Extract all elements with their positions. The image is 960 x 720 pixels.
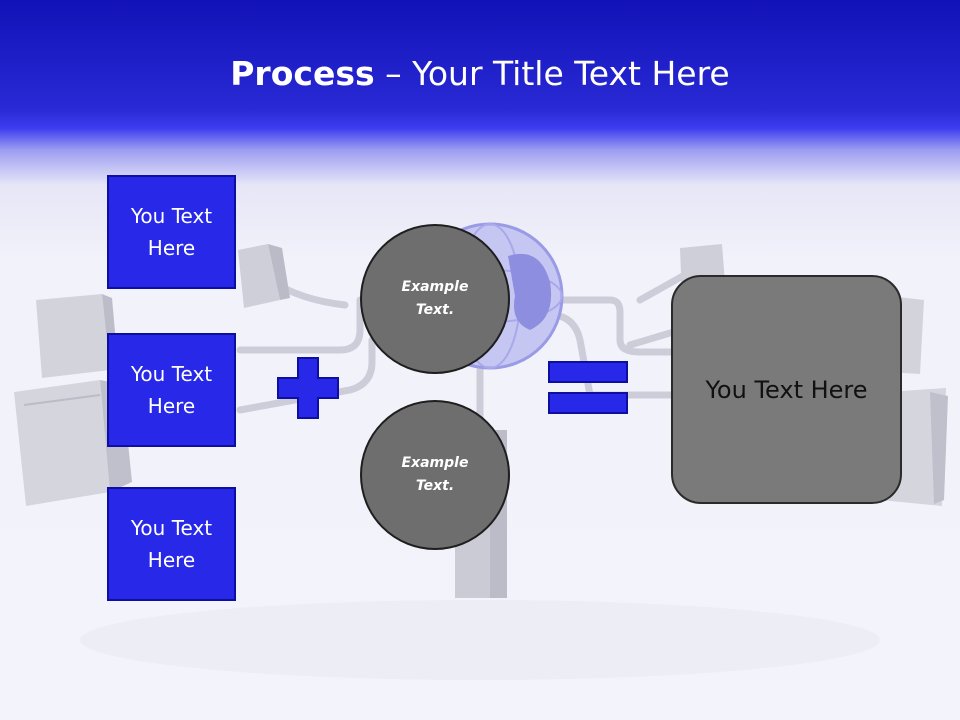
slide-title-bold: Process bbox=[230, 54, 375, 93]
server-icon bbox=[36, 294, 118, 378]
input-box-1[interactable]: You Text Here bbox=[107, 175, 236, 289]
input-box-2[interactable]: You Text Here bbox=[107, 333, 236, 447]
input-box-label: You Text Here bbox=[130, 204, 213, 260]
input-box-3[interactable]: You Text Here bbox=[107, 487, 236, 601]
slide-title-rest: – Your Title Text Here bbox=[374, 54, 730, 93]
input-box-label: You Text Here bbox=[130, 516, 213, 572]
example-circle-2[interactable]: Example Text. bbox=[360, 400, 510, 550]
example-circle-label: Example Text. bbox=[401, 279, 469, 318]
input-box-label: You Text Here bbox=[130, 362, 213, 418]
result-box-label: You Text Here bbox=[705, 375, 868, 404]
slide-title: Process – Your Title Text Here bbox=[0, 50, 960, 98]
equals-icon bbox=[548, 361, 628, 414]
server-icon bbox=[238, 244, 290, 308]
example-circle-label: Example Text. bbox=[401, 455, 469, 494]
plus-icon bbox=[277, 357, 339, 419]
result-box[interactable]: You Text Here bbox=[671, 275, 902, 504]
example-circle-1[interactable]: Example Text. bbox=[360, 224, 510, 374]
